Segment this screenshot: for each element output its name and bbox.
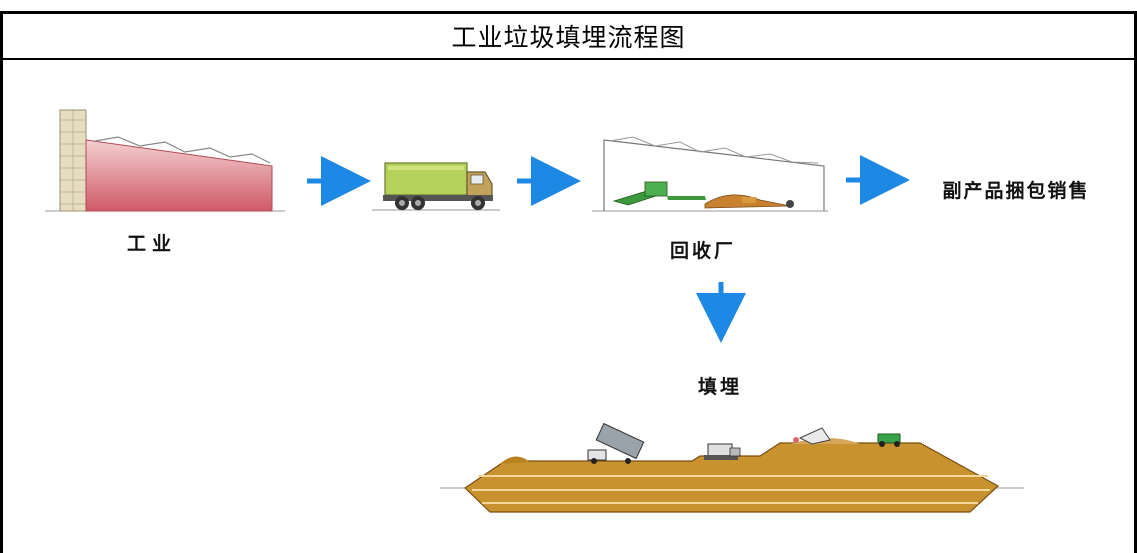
- loader-icon: [877, 433, 901, 447]
- excavator-icon: [793, 427, 831, 445]
- truck-icon: [372, 162, 500, 211]
- dump-truck-icon: [587, 422, 645, 464]
- factory-icon: [45, 109, 285, 212]
- landfill-icon: [440, 422, 1024, 513]
- diagram-frame: 工业垃圾填埋流程图: [0, 11, 1137, 553]
- label-landfill: 填埋: [698, 375, 742, 398]
- recycling-plant-icon: [592, 136, 828, 212]
- diagram-title: 工业垃圾填埋流程图: [451, 23, 686, 52]
- label-recycling: 回收厂: [670, 239, 736, 262]
- label-industry: 工业: [127, 233, 177, 255]
- label-byproduct: 副产品捆包销售: [942, 179, 1089, 202]
- bulldozer-icon: [704, 443, 741, 460]
- title-bar: 工业垃圾填埋流程图: [3, 14, 1134, 60]
